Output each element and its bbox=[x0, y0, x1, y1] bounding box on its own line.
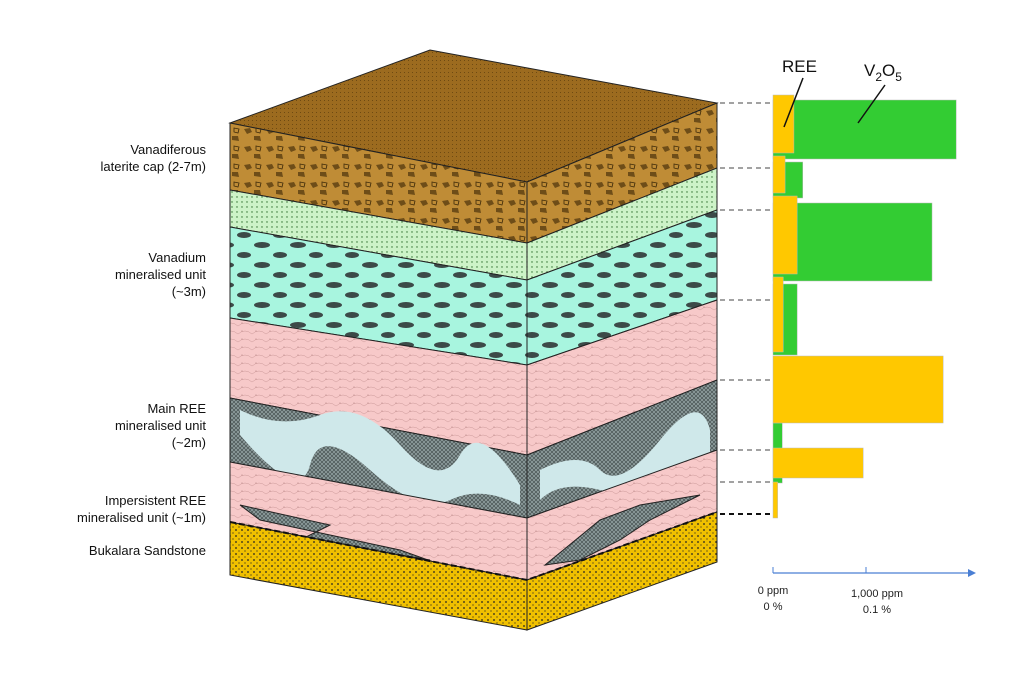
legend-v2o5-pointer bbox=[857, 84, 886, 124]
ree-bar bbox=[772, 481, 778, 519]
label-main-ree-unit: Main REE mineralised unit (~2m) bbox=[114, 401, 206, 450]
x-axis: 0 ppm 0 % 1,000 ppm 0.1 % bbox=[758, 567, 976, 616]
ree-bar bbox=[772, 276, 784, 353]
label-impersistent-ree-unit: Impersistent REE mineralised unit (~1m) bbox=[77, 493, 206, 525]
label-laterite-cap: Vanadiferous laterite cap (2-7m) bbox=[100, 142, 206, 174]
legend-ree: REE bbox=[782, 57, 817, 76]
label-bukalara-sandstone: Bukalara Sandstone bbox=[88, 543, 206, 558]
ree-bar bbox=[772, 195, 798, 275]
ree-bar bbox=[772, 447, 864, 479]
ree-bar bbox=[772, 155, 786, 194]
legend-ree-pointer bbox=[783, 77, 804, 128]
v2o5-bar bbox=[772, 202, 933, 282]
label-vanadium-unit: Vanadium mineralised unit (~3m) bbox=[114, 250, 206, 299]
ree-bar bbox=[772, 355, 944, 424]
tick-0-pct: 0 % bbox=[764, 601, 783, 613]
axis-arrow-icon bbox=[968, 569, 976, 577]
connector-lines bbox=[720, 102, 772, 515]
ree-bar bbox=[772, 94, 795, 154]
tick-0-ppm: 0 ppm bbox=[758, 585, 789, 597]
bar-chart bbox=[772, 94, 957, 519]
v2o5-bar bbox=[772, 99, 957, 160]
tick-1000-ppm: 1,000 ppm bbox=[851, 588, 903, 600]
side-impersistent-ree bbox=[543, 494, 701, 566]
tick-1000-pct: 0.1 % bbox=[863, 604, 891, 616]
legend-v2o5: V2O5 bbox=[864, 61, 902, 84]
